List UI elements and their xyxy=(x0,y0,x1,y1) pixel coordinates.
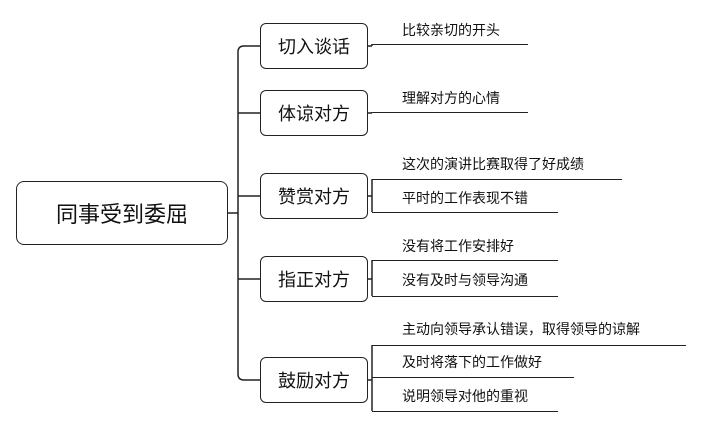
branch-correct[interactable]: 指正对方 xyxy=(260,256,368,302)
leaf-item[interactable]: 平时的工作表现不错 xyxy=(402,191,528,207)
leaf-underline xyxy=(372,260,558,261)
leaf-underline xyxy=(372,179,622,180)
branch-label: 指正对方 xyxy=(278,270,350,291)
branch-praise[interactable]: 赞赏对方 xyxy=(260,173,368,219)
leaf-item[interactable]: 主动向领导承认错误，取得领导的谅解 xyxy=(402,322,640,338)
leaf-item[interactable]: 理解对方的心情 xyxy=(402,91,500,107)
leaf-item[interactable]: 没有将工作安排好 xyxy=(402,239,514,255)
branch-connector xyxy=(237,373,260,381)
leaf-underline xyxy=(372,377,574,378)
leaf-item[interactable]: 这次的演讲比赛取得了好成绩 xyxy=(402,157,584,173)
branch-label: 体谅对方 xyxy=(278,104,350,125)
leaf-underline xyxy=(372,212,558,213)
leaf-underline xyxy=(372,112,528,113)
branch-understand[interactable]: 体谅对方 xyxy=(260,90,368,136)
branch-cut-in-talk[interactable]: 切入谈话 xyxy=(260,23,368,69)
root-topic[interactable]: 同事受到委屈 xyxy=(16,181,228,245)
branch-connector xyxy=(237,45,260,53)
root-topic-label: 同事受到委屈 xyxy=(55,203,188,228)
branch-label: 切入谈话 xyxy=(278,37,350,58)
leaf-underline xyxy=(372,296,558,297)
branch-label: 赞赏对方 xyxy=(278,187,350,208)
leaf-underline xyxy=(372,411,558,412)
leaf-item[interactable]: 没有及时与领导沟通 xyxy=(402,273,528,289)
leaf-item[interactable]: 说明领导对他的重视 xyxy=(402,389,528,405)
leaf-item[interactable]: 比较亲切的开头 xyxy=(402,23,500,39)
leaf-underline xyxy=(372,44,528,45)
branch-label: 鼓励对方 xyxy=(278,371,350,392)
branch-encourage[interactable]: 鼓励对方 xyxy=(260,357,368,403)
leaf-underline xyxy=(372,345,686,346)
leaf-item[interactable]: 及时将落下的工作做好 xyxy=(402,355,542,371)
